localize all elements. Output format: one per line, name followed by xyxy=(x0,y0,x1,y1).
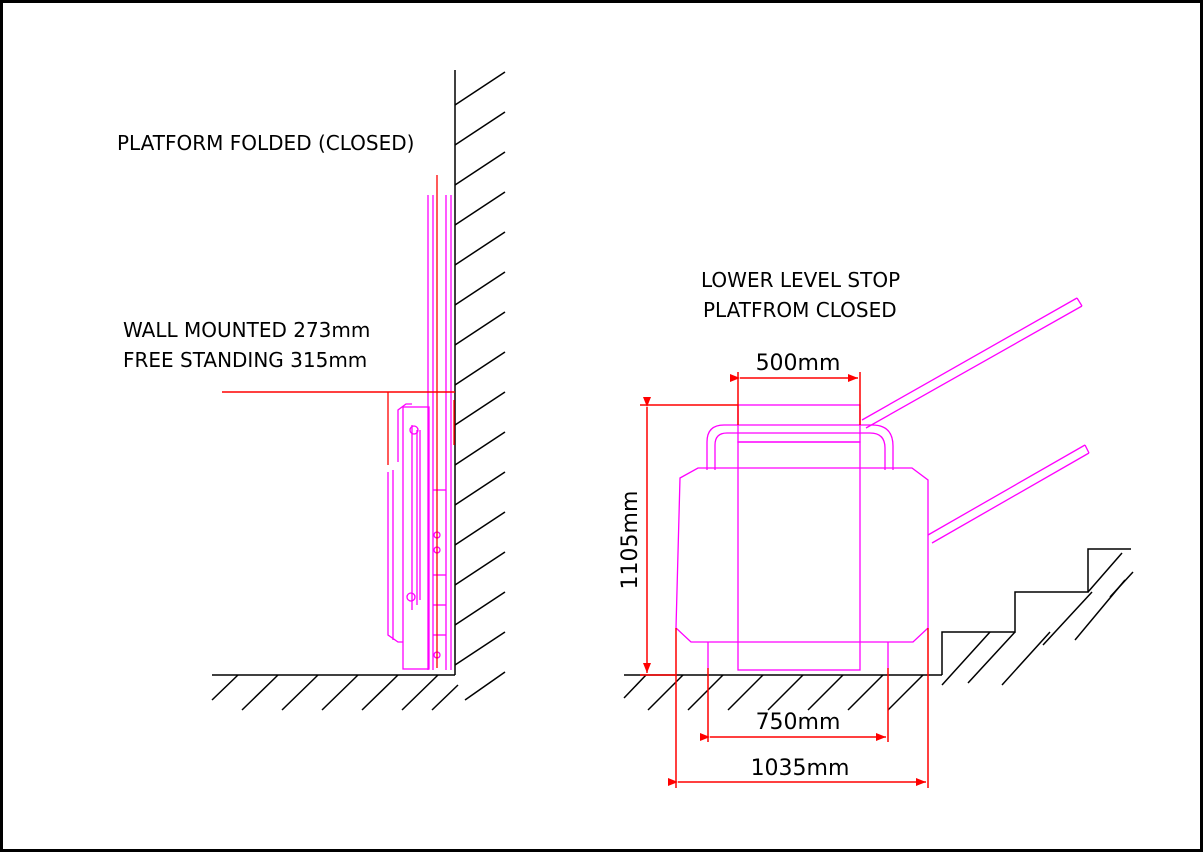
floor-left xyxy=(211,674,459,711)
stairlift-body xyxy=(675,297,1090,671)
folded-lift-red xyxy=(387,175,455,668)
left-view: PLATFORM FOLDED (CLOSED) WALL MOUNTED 27… xyxy=(117,70,506,711)
right-view-title-line2: PLATFROM CLOSED xyxy=(703,298,897,322)
dimensions xyxy=(640,372,929,788)
right-view: LOWER LEVEL STOP PLATFROM CLOSED 500mm 1… xyxy=(618,268,1134,788)
left-view-title: PLATFORM FOLDED (CLOSED) xyxy=(117,131,414,155)
free-standing-label: FREE STANDING 315mm xyxy=(123,348,367,372)
folded-lift xyxy=(387,195,452,670)
wall-mounted-label: WALL MOUNTED 273mm xyxy=(123,318,370,342)
dim-1105-label: 1105mm xyxy=(618,491,643,590)
dim-500-label: 500mm xyxy=(756,351,841,376)
wall xyxy=(454,70,506,701)
right-view-title-line1: LOWER LEVEL STOP xyxy=(701,268,900,292)
dim-750-label: 750mm xyxy=(756,710,841,735)
floor-right xyxy=(623,674,942,711)
stairs xyxy=(941,548,1134,686)
dim-1035-label: 1035mm xyxy=(751,756,850,781)
